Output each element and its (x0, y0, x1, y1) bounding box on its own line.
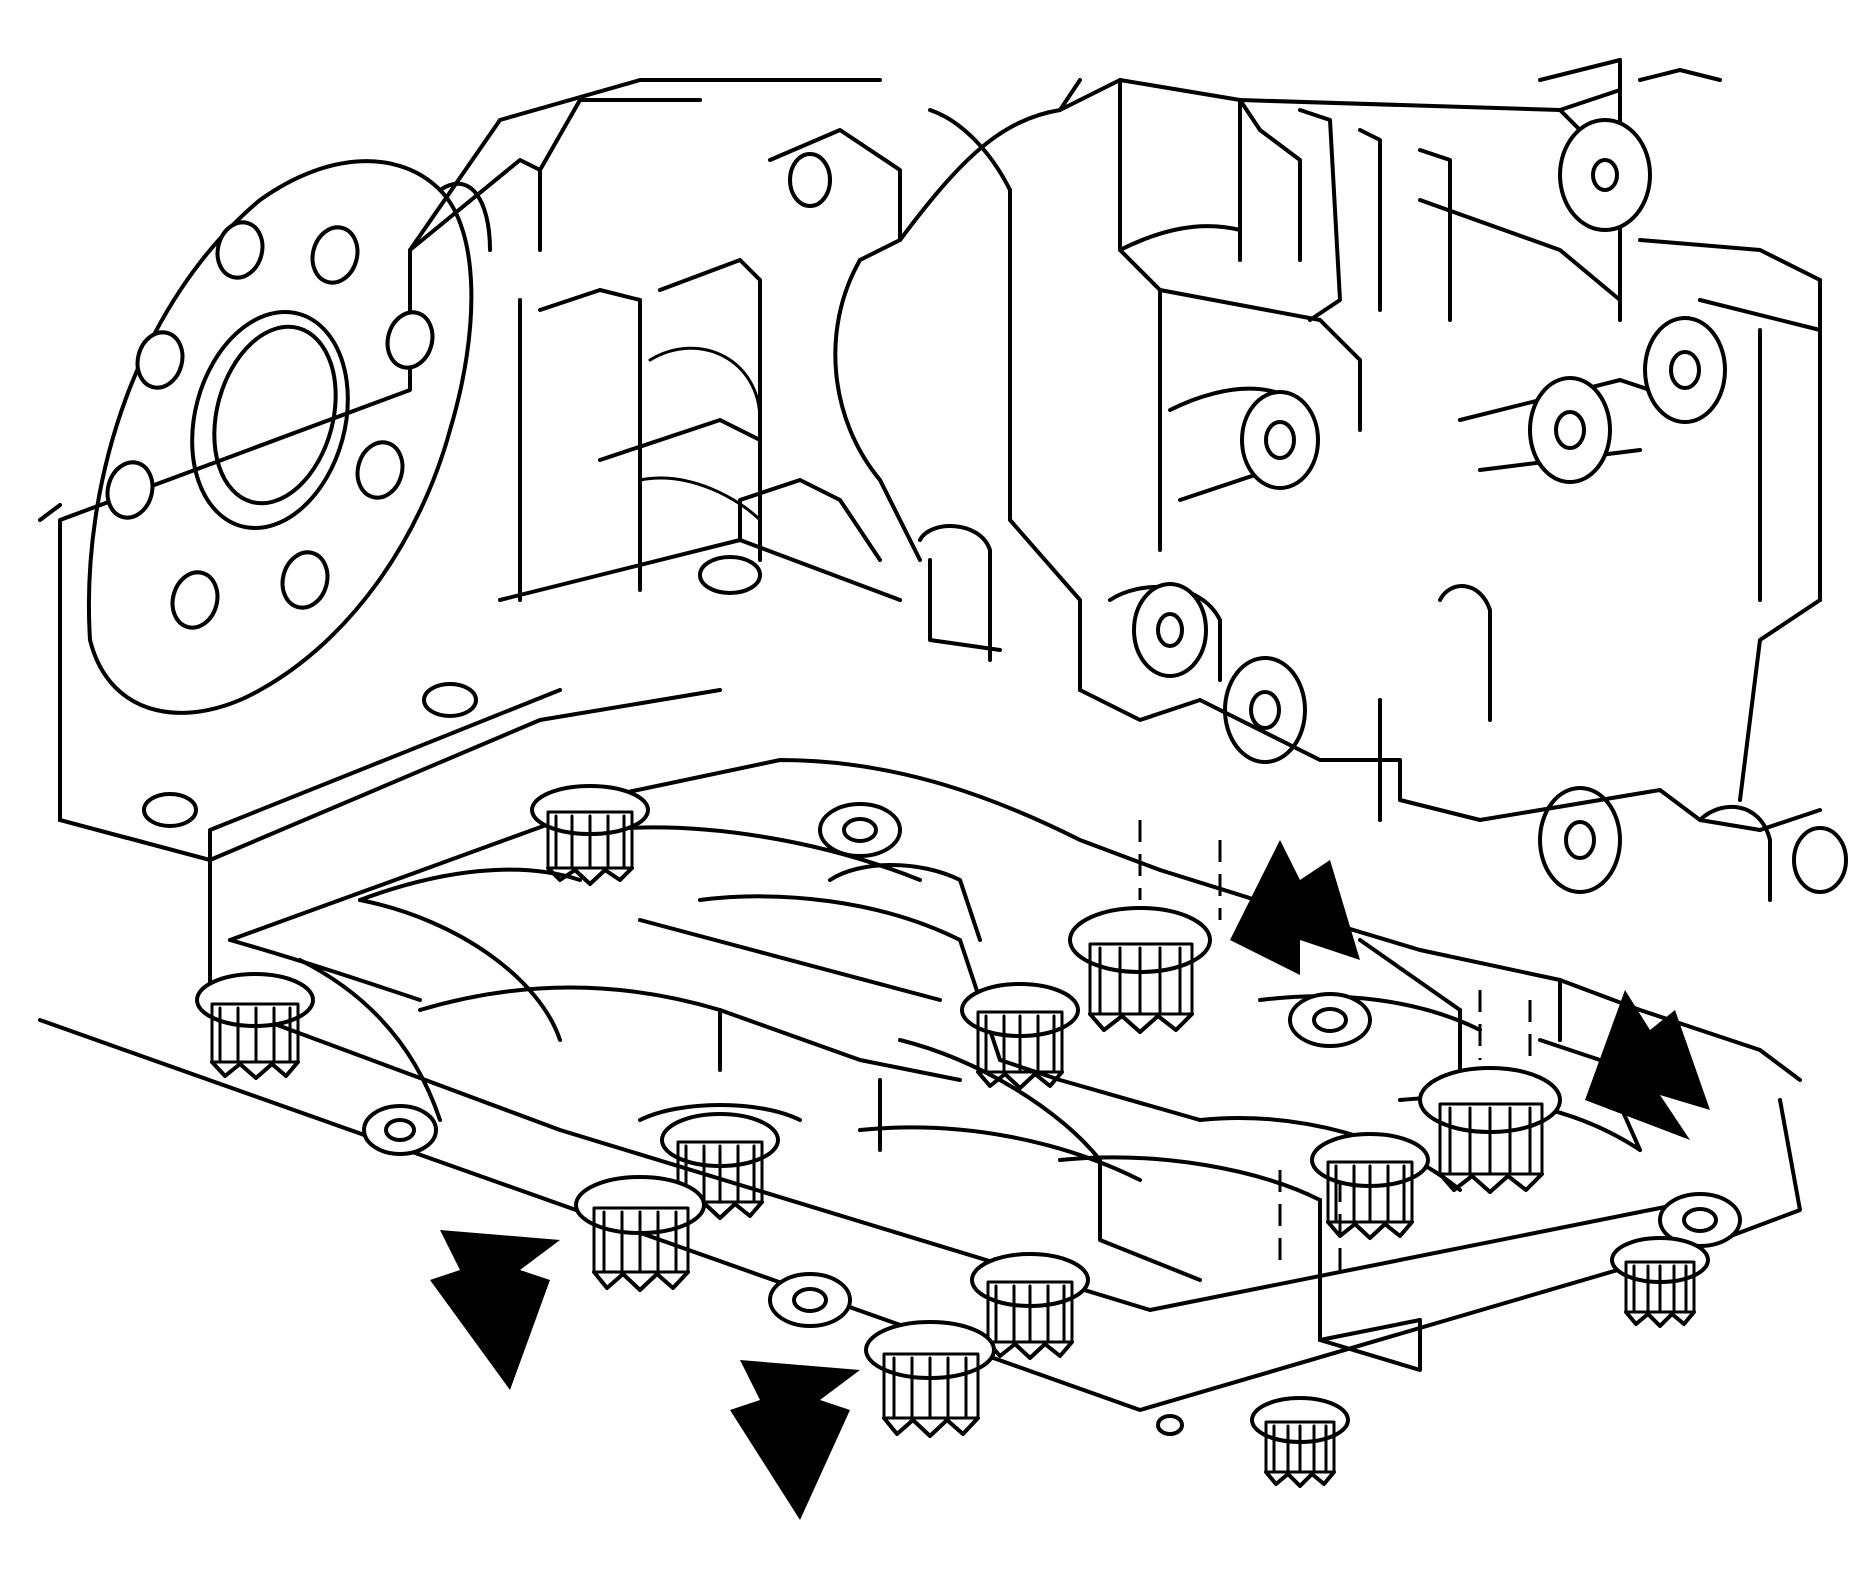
bearing-bolt-1 (530, 784, 650, 886)
arrow-up-2 (1585, 990, 1710, 1140)
bearing-bolt-2 (195, 972, 315, 1080)
bearing-bolt-4 (960, 982, 1080, 1090)
bearing-bolt-11 (1610, 1236, 1710, 1328)
arrow-down-1 (430, 1230, 560, 1390)
bearing-bolt (195, 784, 1710, 1488)
bearing-bolt-3 (1068, 906, 1212, 1034)
bearing-bolt-12 (1250, 1396, 1350, 1488)
engine-block (58, 58, 1849, 902)
bearing-bolt-5 (1418, 1066, 1562, 1194)
arrow-up-1 (1230, 840, 1360, 975)
crankshaft-flange (38, 159, 492, 715)
direction-arrows (430, 840, 1710, 1520)
bearing-bolt-6 (1310, 1132, 1430, 1240)
bearing-bolt-7 (660, 1112, 780, 1220)
bearing-bolt-9 (970, 1252, 1090, 1360)
bearing-bolt-10 (864, 1320, 996, 1438)
bearing-bolt-8 (574, 1175, 706, 1292)
arrow-down-2 (730, 1360, 860, 1520)
main-bearing-cap-bridge (38, 555, 1802, 1436)
